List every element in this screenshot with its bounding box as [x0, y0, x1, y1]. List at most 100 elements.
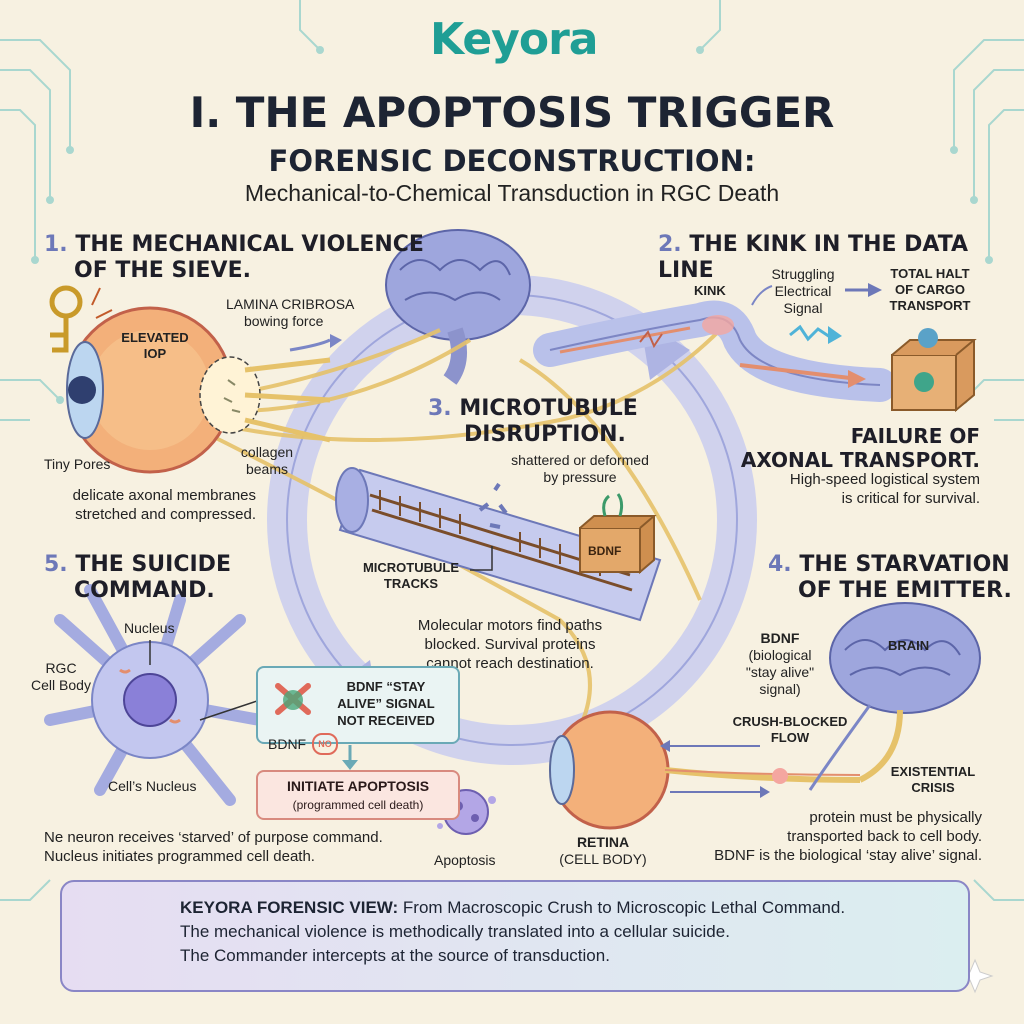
footer-line2: The mechanical violence is methodically … [180, 922, 730, 941]
section4-note: protein must be physically transported b… [660, 808, 982, 865]
crush-label: CRUSH-BLOCKED FLOW [730, 714, 850, 746]
section1-number: 1. [44, 232, 68, 257]
brain-illustration-section4 [829, 602, 981, 783]
apoptosis-label: Apoptosis [434, 852, 496, 868]
brain-label: BRAIN [888, 638, 930, 653]
key-icon [49, 285, 83, 353]
retina-label-line2: (CELL BODY) [559, 851, 647, 867]
rgc-label-line1: RGC [45, 660, 77, 676]
bdnf-signal-label: BDNF (biological "stay alive" signal) [740, 630, 820, 698]
pressure-arrows [91, 287, 113, 319]
section5-note: Ne neuron receives ‘starved’ of purpose … [44, 828, 444, 866]
shattered-label-line2: by pressure [543, 469, 617, 485]
shattered-label-line1: shattered or deformed [511, 452, 649, 468]
tracks-label-line1: MICROTUBULE [362, 560, 460, 575]
bdnf-signal-label-line4: signal) [759, 681, 801, 697]
tiny-pores-label: Tiny Pores [44, 456, 111, 472]
brand-logo: Keyora [430, 14, 598, 65]
callout-line3: NOT RECEIVED [337, 713, 435, 728]
signal-label-line2: Electrical [774, 283, 832, 299]
iop-label: ELEVATED IOP [110, 330, 200, 362]
section2-number: 2. [658, 232, 682, 257]
tracks-leader-line [470, 546, 493, 571]
signal-label: Struggling Electrical Signal [758, 266, 848, 317]
crisis-label-line2: CRISIS [911, 780, 955, 795]
section3-heading: 3. MICROTUBULE DISRUPTION. [428, 396, 638, 448]
section2-note-line1: High-speed logistical system [789, 471, 980, 488]
section4-heading: 4. THE STARVATION OF THE EMITTER. [768, 552, 1012, 604]
section1-title-line2: OF THE SIEVE. [74, 258, 251, 283]
apoptosis-subtitle: (programmed cell death) [292, 798, 424, 812]
section2-note: High-speed logistical system is critical… [640, 470, 980, 508]
forensic-view-footer: KEYORA FORENSIC VIEW: From Macroscopic C… [60, 880, 970, 992]
initiate-apoptosis-box: INITIATE APOPTOSIS (programmed cell deat… [256, 770, 460, 820]
section3-note-line1: Molecular motors find paths [417, 617, 603, 634]
blocked-signal-icon [275, 683, 311, 715]
retina-label-line1: RETINA [576, 834, 630, 850]
collagen-label-line1: collagen [240, 444, 294, 460]
microtubule-tube-illustration [335, 467, 662, 622]
page-subtitle: FORENSIC DECONSTRUCTION: [268, 144, 756, 178]
callout-line2: ALIVE” SIGNAL [337, 696, 435, 711]
crush-label-line1: CRUSH-BLOCKED [732, 714, 848, 729]
section1-note-line2: stretched and compressed. [75, 506, 256, 523]
failure-heading-line2: AXONAL TRANSPORT. [740, 448, 980, 472]
crate-label: BDNF [588, 544, 622, 558]
neuron-leader-lines [149, 640, 261, 721]
section1-note: delicate axonal membranes stretched and … [20, 486, 256, 524]
page-title: I. THE APOPTOSIS TRIGGER [189, 88, 835, 137]
section1-heading: 1. THE MECHANICAL VIOLENCE OF THE SIEVE. [44, 232, 424, 284]
lamina-label-line2: bowing force [244, 313, 324, 329]
section4-note-line2: transported back to cell body. [787, 828, 982, 845]
section3-note: Molecular motors find paths blocked. Sur… [400, 616, 620, 673]
section5-number: 5. [44, 552, 68, 577]
bdnf-flow-arrow [808, 704, 872, 791]
halt-label-line1: TOTAL HALT [890, 266, 970, 281]
section4-title-line2: OF THE EMITTER. [798, 578, 1012, 603]
halt-label-line2: OF CARGO [894, 282, 966, 297]
eye-illustration-section1 [66, 306, 331, 474]
tracks-label-line2: TRACKS [383, 576, 439, 591]
iop-label-line1: ELEVATED [121, 330, 189, 345]
retina-eye-section4 [549, 710, 861, 830]
section4-note-line3: BDNF is the biological ‘stay alive’ sign… [714, 847, 982, 864]
section1-title-line1: THE MECHANICAL VIOLENCE [75, 232, 424, 257]
callout-text: BDNF “STAY ALIVE” SIGNAL NOT RECEIVED [318, 678, 454, 729]
footer-line1: From Macroscopic Crush to Microscopic Le… [398, 898, 846, 917]
section5-note-line2: Nucleus initiates programmed cell death. [44, 848, 315, 865]
cargo-box-icon [891, 328, 977, 413]
bdnf-signal-label-line3: "stay alive" [745, 664, 815, 680]
bdnf-crate-icon [579, 493, 657, 575]
crisis-label-line1: EXISTENTIAL [890, 764, 976, 779]
signal-label-line3: Signal [783, 300, 823, 316]
callout-line1: BDNF “STAY [346, 679, 426, 694]
footer-line3: The Commander intercepts at the source o… [180, 946, 610, 965]
nucleus-label: Nucleus [124, 620, 175, 636]
signal-label-line1: Struggling [771, 266, 835, 282]
section2-title: THE KINK IN THE DATA LINE [658, 232, 969, 283]
section2-note-line2: is critical for survival. [841, 490, 980, 507]
tracks-label: MICROTUBULE TRACKS [356, 560, 466, 592]
kinked-axon-illustration [533, 283, 897, 402]
section5-title-line1: THE SUICIDE [75, 552, 231, 577]
signal-not-received-callout: BDNF “STAY ALIVE” SIGNAL NOT RECEIVED [256, 666, 460, 744]
lamina-arrowhead [330, 334, 342, 348]
section5-heading: 5. THE SUICIDE COMMAND. [44, 552, 231, 604]
rgc-label: RGC Cell Body [26, 660, 96, 694]
section3-note-line2: blocked. Survival proteins [424, 636, 596, 653]
collagen-label-line2: beams [245, 461, 289, 477]
footer-text: KEYORA FORENSIC VIEW: From Macroscopic C… [180, 896, 960, 968]
section3-number: 3. [428, 396, 452, 421]
iop-label-line2: IOP [143, 346, 167, 361]
optic-nerve-fibers [199, 328, 722, 762]
halt-label-line3: TRANSPORT [889, 298, 971, 313]
apoptosis-title: INITIATE APOPTOSIS [286, 778, 430, 794]
cells-nucleus-label: Cell’s Nucleus [108, 778, 197, 794]
section3-title-line1: MICROTUBULE [459, 396, 638, 421]
halt-label: TOTAL HALT OF CARGO TRANSPORT [880, 266, 980, 314]
section5-title-line2: COMMAND. [74, 578, 215, 603]
failure-heading-line1: FAILURE OF [850, 424, 980, 448]
section4-number: 4. [768, 552, 792, 577]
no-badge: NO [312, 733, 338, 755]
